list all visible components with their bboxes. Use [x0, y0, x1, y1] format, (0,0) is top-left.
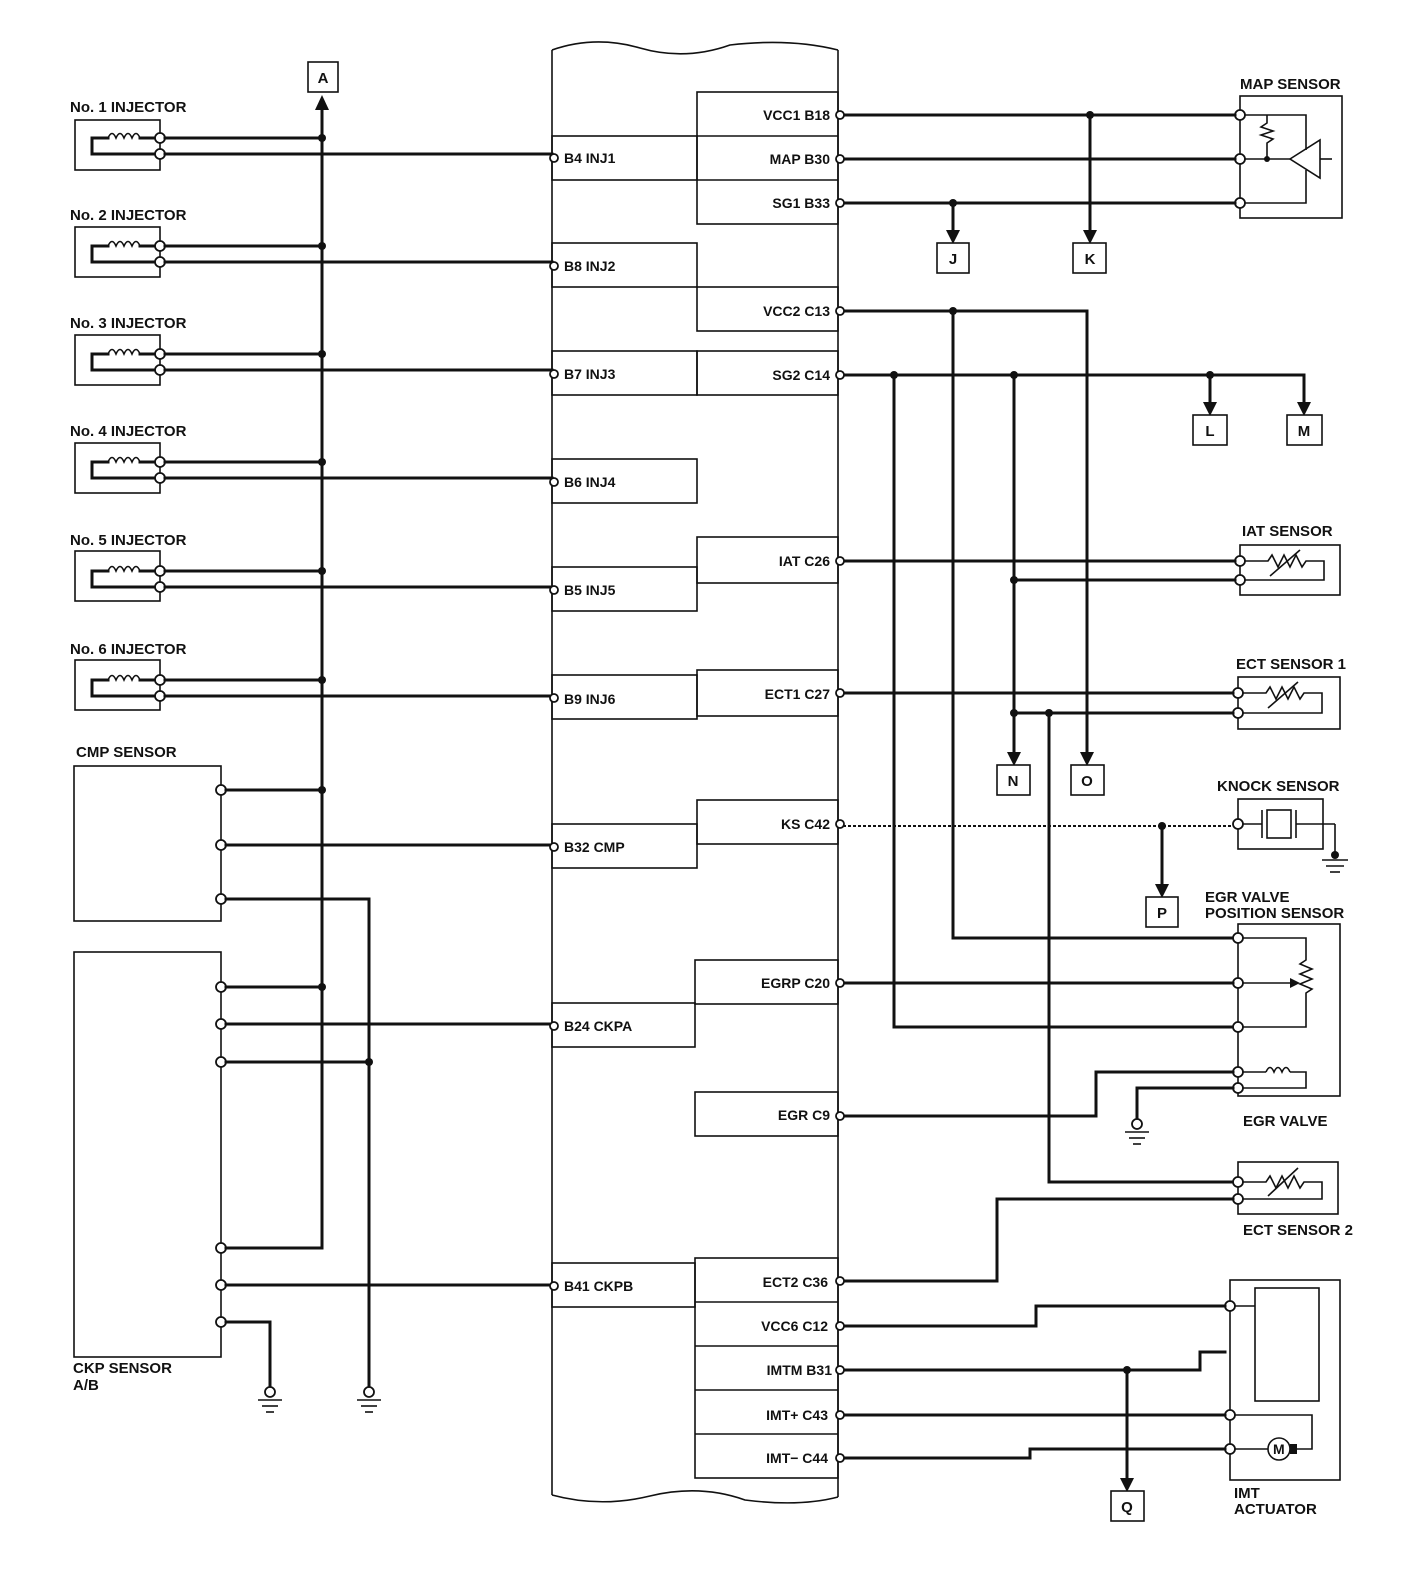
- map-sensor-label: MAP SENSOR: [1240, 76, 1341, 93]
- ground-symbol-ckp: [258, 1386, 282, 1413]
- ect-sensor-1: [1232, 676, 1341, 730]
- pin-b7-label: B7 INJ3: [564, 366, 616, 382]
- svg-text:O: O: [1081, 773, 1093, 790]
- injector-power-wires: [163, 136, 324, 682]
- egr-position-sensor-label-2: POSITION SENSOR: [1205, 905, 1344, 922]
- connector-n: N: [996, 764, 1031, 796]
- egr-valve-position-sensor: [1232, 923, 1341, 1097]
- bus-a: [315, 95, 329, 1250]
- injector-6: [74, 659, 166, 711]
- pin-c36-label: ECT2 C36: [763, 1274, 829, 1290]
- injector-2-label: No. 2 INJECTOR: [70, 207, 187, 224]
- injector-2: [74, 226, 166, 278]
- connector-m: M: [1286, 414, 1323, 446]
- pin-c20-label: EGRP C20: [761, 975, 830, 991]
- ground-symbol-egr: [1125, 1118, 1149, 1145]
- pin-b33-label: SG1 B33: [772, 195, 830, 211]
- pin-c42-label: KS C42: [781, 816, 830, 832]
- pin-b6-label: B6 INJ4: [564, 474, 616, 490]
- pin-b32-label: B32 CMP: [564, 839, 625, 855]
- pin-b18-label: VCC1 B18: [763, 107, 830, 123]
- ckp-sensor: [73, 951, 554, 1392]
- pin-c12-label: VCC6 C12: [761, 1318, 828, 1334]
- pin-b9-label: B9 INJ6: [564, 691, 616, 707]
- pin-c13-label: VCC2 C13: [763, 303, 830, 319]
- svg-text:N: N: [1008, 773, 1019, 790]
- knock-sensor: [1232, 798, 1348, 873]
- connector-o: O: [1070, 764, 1105, 796]
- pin-b8-label: B8 INJ2: [564, 258, 616, 274]
- ground-symbol-cmp: [357, 1386, 381, 1413]
- ect-sensor-1-label: ECT SENSOR 1: [1236, 656, 1346, 673]
- iat-wires: [841, 559, 1237, 584]
- svg-text:Q: Q: [1121, 1499, 1133, 1516]
- connector-p: P: [1145, 896, 1179, 928]
- ecm-left-labels: B4 INJ1 B8 INJ2 B7 INJ3 B6 INJ4 B5 INJ5 …: [564, 150, 633, 1294]
- knock-sensor-label: KNOCK SENSOR: [1217, 778, 1340, 795]
- map-sensor: [1234, 95, 1343, 219]
- ecm-right-pin-boxes: [694, 91, 839, 1479]
- sg2-bus: [841, 371, 1311, 1029]
- connector-q: Q: [1110, 1490, 1145, 1522]
- imt-actuator-label-2: ACTUATOR: [1234, 1501, 1317, 1518]
- injector-6-label: No. 6 INJECTOR: [70, 641, 187, 658]
- injector-5-label: No. 5 INJECTOR: [70, 532, 187, 549]
- imt-actuator: M: [1224, 1279, 1341, 1481]
- cmp-sensor-label: CMP SENSOR: [76, 744, 177, 761]
- imt-actuator-label-1: IMT: [1234, 1485, 1260, 1502]
- svg-text:M: M: [1273, 1441, 1285, 1457]
- ecm-left-pin-boxes: [551, 135, 698, 1308]
- ecm-left-terminals: [549, 153, 559, 1291]
- imt-wires: [841, 1304, 1227, 1492]
- pin-c9-label: EGR C9: [778, 1107, 830, 1123]
- ecm-right-labels: VCC1 B18 MAP B30 SG1 B33 VCC2 C13 SG2 C1…: [761, 107, 832, 1466]
- egr-wires: [841, 981, 1235, 1122]
- injector-3: [74, 334, 166, 386]
- map-wires: [841, 111, 1237, 244]
- pin-b41-label: B41 CKPB: [564, 1278, 633, 1294]
- ect2-wires: [841, 1197, 1235, 1283]
- knock-wires: [843, 822, 1233, 898]
- pin-b30-label: MAP B30: [770, 151, 831, 167]
- iat-sensor-label: IAT SENSOR: [1242, 523, 1333, 540]
- svg-text:L: L: [1205, 423, 1214, 440]
- pin-c26-label: IAT C26: [779, 553, 830, 569]
- pin-b31-label: IMTM B31: [767, 1362, 833, 1378]
- svg-text:A: A: [318, 70, 329, 87]
- vcc2-bus: [841, 307, 1237, 940]
- injector-1-label: No. 1 INJECTOR: [70, 99, 187, 116]
- injector-signal-wires: [163, 152, 554, 698]
- pin-c27-label: ECT1 C27: [765, 686, 831, 702]
- svg-text:J: J: [949, 251, 957, 268]
- injector-4-label: No. 4 INJECTOR: [70, 423, 187, 440]
- ect-sensor-2: [1232, 1161, 1339, 1215]
- injector-5: [74, 550, 166, 602]
- svg-text:K: K: [1085, 251, 1096, 268]
- injector-3-label: No. 3 INJECTOR: [70, 315, 187, 332]
- pin-c44-label: IMT− C44: [766, 1450, 828, 1466]
- connector-j: J: [936, 242, 970, 274]
- pin-b5-label: B5 INJ5: [564, 582, 616, 598]
- ckp-sensor-label: CKP SENSOR: [73, 1360, 172, 1377]
- pin-b4-label: B4 INJ1: [564, 150, 616, 166]
- injector-4: [74, 442, 166, 494]
- egr-valve-label: EGR VALVE: [1243, 1113, 1327, 1130]
- svg-text:M: M: [1298, 423, 1311, 440]
- egr-position-sensor-label-1: EGR VALVE: [1205, 889, 1289, 906]
- pin-c14-label: SG2 C14: [772, 367, 830, 383]
- connector-k: K: [1072, 242, 1107, 274]
- iat-sensor: [1234, 544, 1341, 596]
- injector-1: [74, 119, 166, 171]
- ect1-wires: [841, 691, 1235, 1184]
- pin-b24-label: B24 CKPA: [564, 1018, 632, 1034]
- ecm-right-terminals: [835, 110, 845, 1463]
- connector-l: L: [1192, 414, 1228, 446]
- cmp-sensor: [73, 765, 554, 1392]
- ckp-sensor-label-ab: A/B: [73, 1377, 99, 1394]
- ect-sensor-2-label: ECT SENSOR 2: [1243, 1222, 1353, 1239]
- pin-c43-label: IMT+ C43: [766, 1407, 828, 1423]
- connector-a: A: [307, 61, 339, 93]
- svg-text:P: P: [1157, 905, 1167, 922]
